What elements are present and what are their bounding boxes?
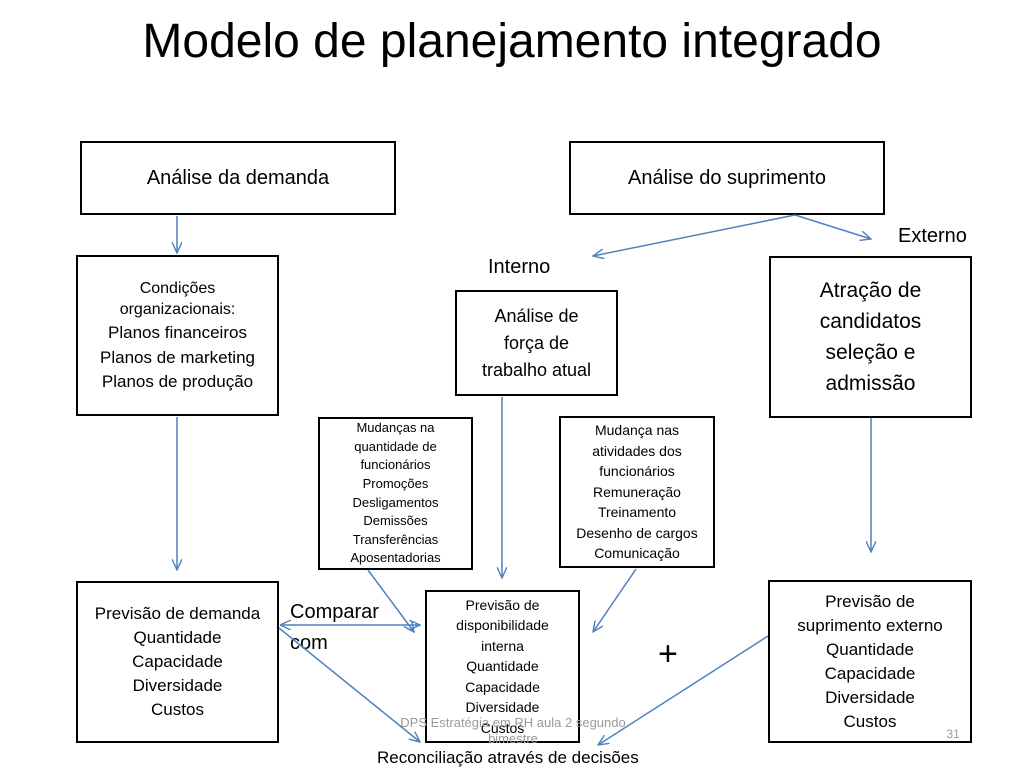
box-line: Diversidade [132,676,223,695]
box-line: Previsão de demanda [94,604,261,623]
slide-title: Modelo de planejamento integrado [142,15,882,68]
box-line: Custos [480,719,525,736]
mudanca-atividades-box: Mudança nas atividades dos funcionários … [559,416,715,568]
box-line: Quantidade [466,658,539,675]
box-line: trabalho atual [481,359,592,380]
box-line: Diversidade [825,687,915,707]
box-line: Condições [139,279,216,297]
previsao-externo-box: Previsão de suprimento externo Quantidad… [768,580,972,743]
box-line: Quantidade [826,639,914,659]
box-line: Planos de marketing [100,347,255,367]
box-line: Planos financeiros [108,322,247,342]
mudancas-quantidade-box: Mudanças na quantidade de funcionários P… [318,417,473,570]
box-line: Mudança nas [594,422,680,439]
box-line: Atração de [819,279,922,302]
box-line: Capacidade [132,652,223,671]
box-line: Custos [843,711,897,731]
box-line: Transferências [352,531,439,547]
box-line: Previsão de [825,591,915,611]
previsao-demanda-box: Previsão de demanda Quantidade Capacidad… [76,581,279,743]
box-line: Planos de produção [101,371,254,391]
externo-label: Externo [898,225,967,247]
box-line: Comunicação [594,545,680,562]
box-line: Desligamentos [352,494,439,510]
page-number: 31 [946,727,960,741]
footer-text: DPS Estratégia em RH aula 2 segundo bime… [400,715,626,746]
box-line: Treinamento [597,504,677,521]
box-line: interna [481,637,524,654]
arrow-externo-reconciliacao [598,635,769,745]
plus-sign: + [658,635,678,673]
arrow-atividades-previsao [593,568,637,632]
box-line: seleção e [825,341,916,364]
analise-suprimento-text: Análise do suprimento [628,166,826,189]
atracao-candidatos-box: Atração de candidatos seleção e admissão [769,256,972,418]
forca-trabalho-box: Análise de força de trabalho atual [455,290,618,396]
analise-demanda-box: Análise da demanda [80,141,396,215]
box-line: atividades dos [592,442,682,459]
box-line: suprimento externo [797,615,943,635]
arrow-suprimento-externo [794,214,871,239]
box-line: Diversidade [465,699,540,716]
box-line: disponibilidade [456,617,549,634]
arrow-mudancas-previsao [367,569,414,632]
reconciliacao-label: Reconciliação através de decisões [377,748,639,767]
box-line: Previsão de [465,596,540,613]
box-line: Capacidade [824,663,916,683]
box-line: Remuneração [593,483,681,500]
box-line: Mudanças na [356,420,435,436]
box-line: organizacionais: [119,300,236,318]
box-line: candidatos [819,310,922,333]
arrow-demanda-reconciliacao [278,627,420,742]
box-line: Desenho de cargos [576,524,698,541]
analise-suprimento-box: Análise do suprimento [569,141,885,215]
com-label: com [290,632,328,654]
box-line: força de [503,332,570,353]
box-line: Aposentadorias [350,550,441,566]
box-line: funcionários [360,457,431,473]
box-line: admissão [825,372,916,395]
analise-demanda-text: Análise da demanda [146,166,330,189]
box-line: Capacidade [465,678,540,695]
comparar-label: Comparar [290,601,379,623]
box-line: Promoções [362,475,429,491]
box-line: Demissões [363,513,428,529]
interno-label: Interno [488,256,551,278]
box-line: Análise de [494,305,579,326]
box-line: Quantidade [133,628,222,647]
condicoes-organizacionais-box: Condições organizacionais: Planos financ… [76,255,279,416]
box-line: quantidade de [354,438,437,454]
previsao-interna-box: Previsão de disponibilidade interna Quan… [425,590,580,743]
box-line: Custos [151,700,204,719]
arrow-suprimento-interno [593,214,796,256]
box-line: funcionários [599,463,675,480]
